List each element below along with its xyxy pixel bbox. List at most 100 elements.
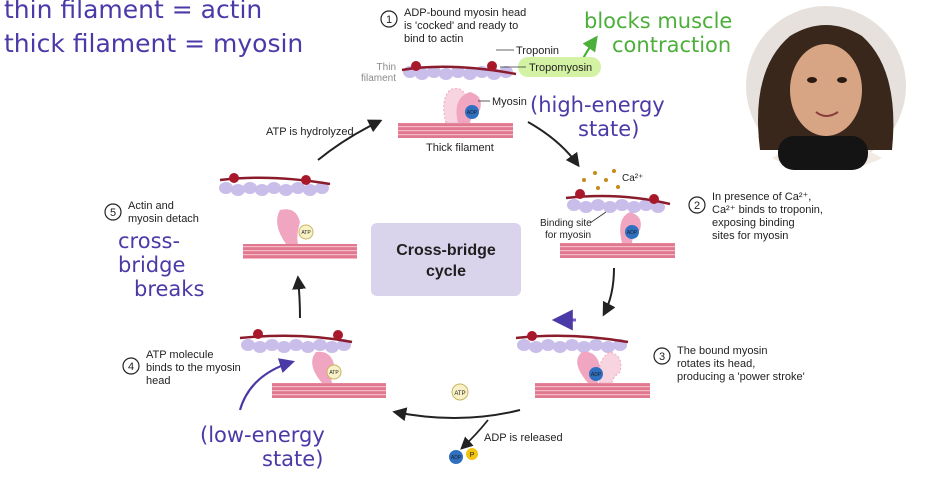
- label-binding-site-line2: for myosin: [545, 230, 591, 241]
- label-thin-filament-line1: Thin: [377, 62, 396, 73]
- step3-badge: [653, 347, 671, 365]
- note-cross-line3: breaks: [134, 277, 204, 301]
- tropomyosin-highlight: [518, 57, 601, 77]
- label-myosin: Myosin: [492, 96, 527, 108]
- atp-free-label: ATP: [454, 391, 465, 397]
- step5-badge: [104, 203, 122, 221]
- stage1-thick-filament: [398, 123, 513, 138]
- purple-arrow: [238, 358, 295, 411]
- stage5-myosin-head: [277, 209, 300, 244]
- center-title-line2: cycle: [426, 263, 466, 280]
- stage1-illustration: ADP: [398, 61, 517, 138]
- stage3-adp: [589, 367, 603, 381]
- stage2-actin-filament: [565, 189, 671, 213]
- step5-line1: Actin and: [128, 200, 174, 212]
- stage2-adp-label: ADP: [627, 230, 638, 236]
- phosphate-label: P: [470, 452, 475, 459]
- note-low-energy-line1: (low-energy: [200, 423, 325, 447]
- stage2-illustration: ADP: [560, 169, 675, 258]
- cycle-arrow-3-4: [392, 407, 521, 422]
- stage3-adp-label: ADP: [591, 372, 602, 378]
- step1-badge: [380, 10, 398, 28]
- step3-line1: The bound myosin: [677, 345, 768, 357]
- step2-line2: Ca²⁺ binds to troponin,: [712, 204, 823, 216]
- note-low-energy-line2: state): [262, 447, 323, 471]
- stage4-atp: [326, 364, 342, 380]
- calcium-ions: [582, 169, 620, 190]
- phosphate-released: [466, 448, 478, 460]
- microphone: [778, 136, 868, 170]
- step2-line3: exposing binding: [712, 217, 795, 229]
- step1-line1: ADP-bound myosin head: [404, 7, 526, 19]
- step4-line2: binds to the myosin: [146, 362, 241, 374]
- step1-line2: is 'cocked' and ready to: [404, 20, 518, 32]
- stage5-atp-label: ATP: [301, 230, 311, 236]
- note-thick-filament: thick filament = myosin: [4, 29, 303, 58]
- stage2-adp: [625, 225, 639, 239]
- stage5-thick-filament: [243, 244, 357, 259]
- stage4-atp-label: ATP: [329, 370, 339, 376]
- stage2-thick-filament: [560, 243, 675, 258]
- label-thin-filament-line2: filament: [361, 73, 396, 84]
- cycle-arrow-1-2: [527, 121, 580, 168]
- step3-number: 3: [659, 351, 665, 363]
- note-high-energy-line1: (high-energy: [530, 93, 665, 117]
- stage3-thick-filament: [535, 383, 650, 398]
- stage3-illustration: ADP: [515, 309, 650, 398]
- step1-number: 1: [386, 14, 392, 26]
- step1-line3: bind to actin: [404, 33, 463, 45]
- presenter-eye-left: [807, 77, 817, 83]
- step2-badge: [688, 196, 706, 214]
- step3-line2: rotates its head,: [677, 358, 755, 370]
- presenter-face: [790, 44, 862, 136]
- adp-released-label: ADP: [451, 455, 462, 461]
- stage5-actin-filament: [219, 173, 331, 196]
- cycle-arrow-adp-release: [460, 419, 489, 450]
- label-calcium: Ca²⁺: [622, 173, 643, 184]
- stage1-adp: [465, 105, 479, 119]
- cycle-arrow-4-5: [292, 275, 307, 319]
- label-atp-hydrolyzed: ATP is hydrolyzed: [266, 126, 354, 138]
- stage3-myosin-head-ghost: [598, 351, 622, 384]
- center-title-line1: Cross-bridge: [396, 242, 496, 259]
- step3-line3: producing a 'power stroke': [677, 371, 805, 383]
- note-blocks-line1: blocks muscle: [584, 9, 732, 33]
- label-tropomyosin: Tropomyosin: [529, 62, 592, 74]
- stage5-atp: [298, 224, 314, 240]
- cycle-arrow-5-1: [317, 119, 383, 161]
- presenter-mouth: [815, 111, 839, 117]
- center-box: [371, 223, 521, 296]
- step2-number: 2: [694, 200, 700, 212]
- step2-line1: In presence of Ca²⁺,: [712, 191, 811, 203]
- note-thin-filament: thin filament = actin: [4, 0, 262, 24]
- presenter-webcam: [746, 6, 906, 170]
- label-thick-filament: Thick filament: [426, 142, 494, 154]
- atp-free: [451, 383, 469, 401]
- stage4-thick-filament: [272, 383, 386, 398]
- presenter-eye-right: [837, 77, 847, 83]
- step4-badge: [122, 357, 140, 375]
- step5-line2: myosin detach: [128, 213, 199, 225]
- label-binding-site-line1: Binding site: [540, 218, 592, 229]
- note-high-energy-line2: state): [578, 117, 639, 141]
- stage4-actin-filament: [239, 329, 353, 353]
- note-cross-line1: cross-: [118, 229, 180, 253]
- note-cross-line2: bridge: [118, 253, 185, 277]
- step5-number: 5: [110, 207, 116, 219]
- stage1-adp-label: ADP: [467, 110, 478, 116]
- label-adp-released: ADP is released: [484, 432, 563, 444]
- step2-line4: sites for myosin: [712, 230, 788, 242]
- step4-line3: head: [146, 375, 170, 387]
- cycle-arrow-2-3: [602, 267, 616, 317]
- stage5-illustration: ATP: [219, 173, 357, 259]
- note-blocks-line2: contraction: [612, 33, 731, 57]
- stage3-actin-filament: [515, 331, 629, 353]
- adp-released: [449, 450, 463, 464]
- stage4-illustration: ATP: [239, 329, 386, 398]
- step4-line1: ATP molecule: [146, 349, 213, 361]
- step4-number: 4: [128, 361, 134, 373]
- stage1-actin-filament: [401, 61, 517, 80]
- binding-site-leader: [589, 211, 607, 224]
